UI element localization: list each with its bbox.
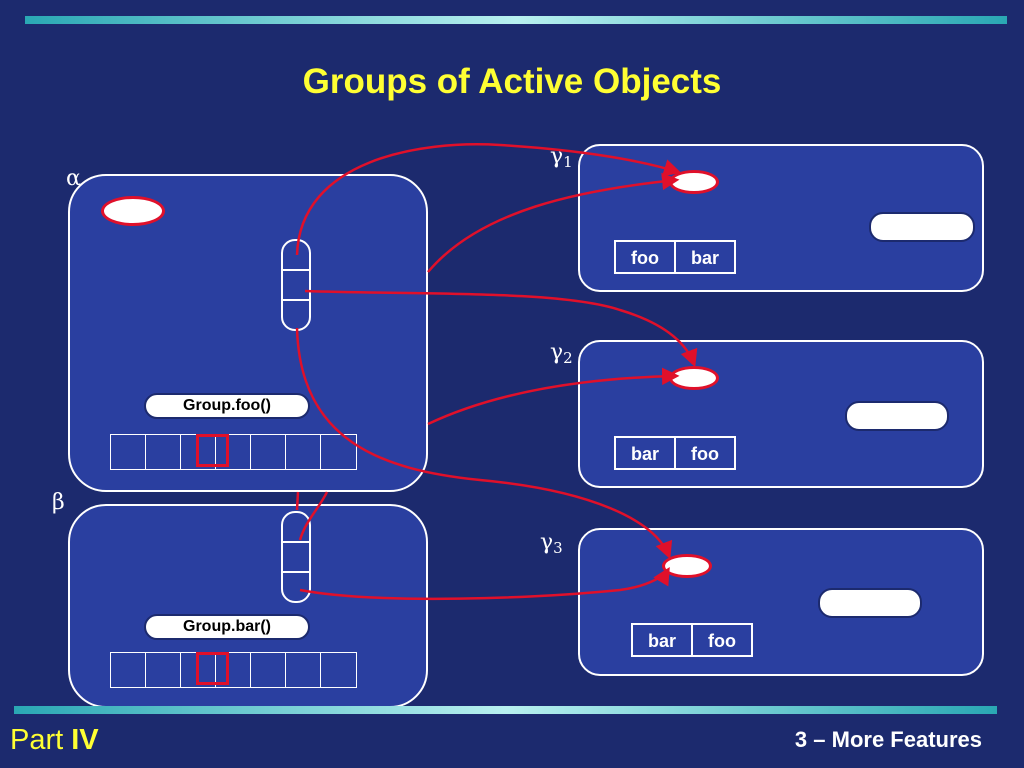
beta-queue-highlight [196, 652, 229, 685]
gamma2-pill [845, 401, 949, 431]
gamma2-cell-1: bar [615, 437, 675, 469]
footer-part: Part IV [10, 724, 99, 756]
beta-label: β [52, 490, 65, 515]
arrow-alpha-to-gamma2 [427, 367, 680, 426]
beta-call-label: Group.bar() [144, 614, 310, 640]
alpha-queue-highlight [196, 434, 229, 467]
alpha-active-oval [101, 196, 165, 226]
footer-section: 3 – More Features [794, 727, 982, 752]
arrow-stack-to-gamma2 [304, 289, 698, 368]
gamma2-table: bar foo [614, 436, 736, 470]
alpha-call-label: Group.foo() [144, 393, 310, 419]
gamma1-cell-1: foo [615, 241, 675, 273]
gamma1-table: foo bar [614, 240, 736, 274]
gamma3-label: γ3 [540, 530, 563, 557]
top-divider [25, 16, 1007, 24]
beta-object-box [68, 504, 428, 708]
slide-title: Groups of Active Objects [302, 62, 722, 101]
arrow-alpha-to-gamma1 [427, 172, 680, 273]
arrow-alpha-beta-link-1 [295, 491, 300, 511]
arrow-alpha-beta-link-2 [298, 491, 329, 541]
beta-queue [110, 652, 357, 688]
gamma3-cell-2: foo [692, 624, 752, 656]
arrow-stack-to-gamma1 [295, 143, 682, 256]
gamma3-cell-1: bar [632, 624, 692, 656]
alpha-label: α [66, 166, 81, 191]
alpha-queue [110, 434, 357, 470]
bottom-divider [14, 706, 997, 714]
gamma3-pill [818, 588, 922, 618]
gamma2-label: γ2 [550, 340, 573, 367]
gamma1-cell-2: bar [675, 241, 735, 273]
arrow-beta-to-gamma3 [299, 567, 670, 601]
gamma1-pill [869, 212, 975, 242]
alpha-object-box [68, 174, 428, 492]
beta-request-stack [281, 511, 311, 603]
arrow-stack-to-gamma3 [295, 327, 673, 560]
gamma3-table: bar foo [631, 623, 753, 657]
gamma2-cell-2: foo [675, 437, 735, 469]
